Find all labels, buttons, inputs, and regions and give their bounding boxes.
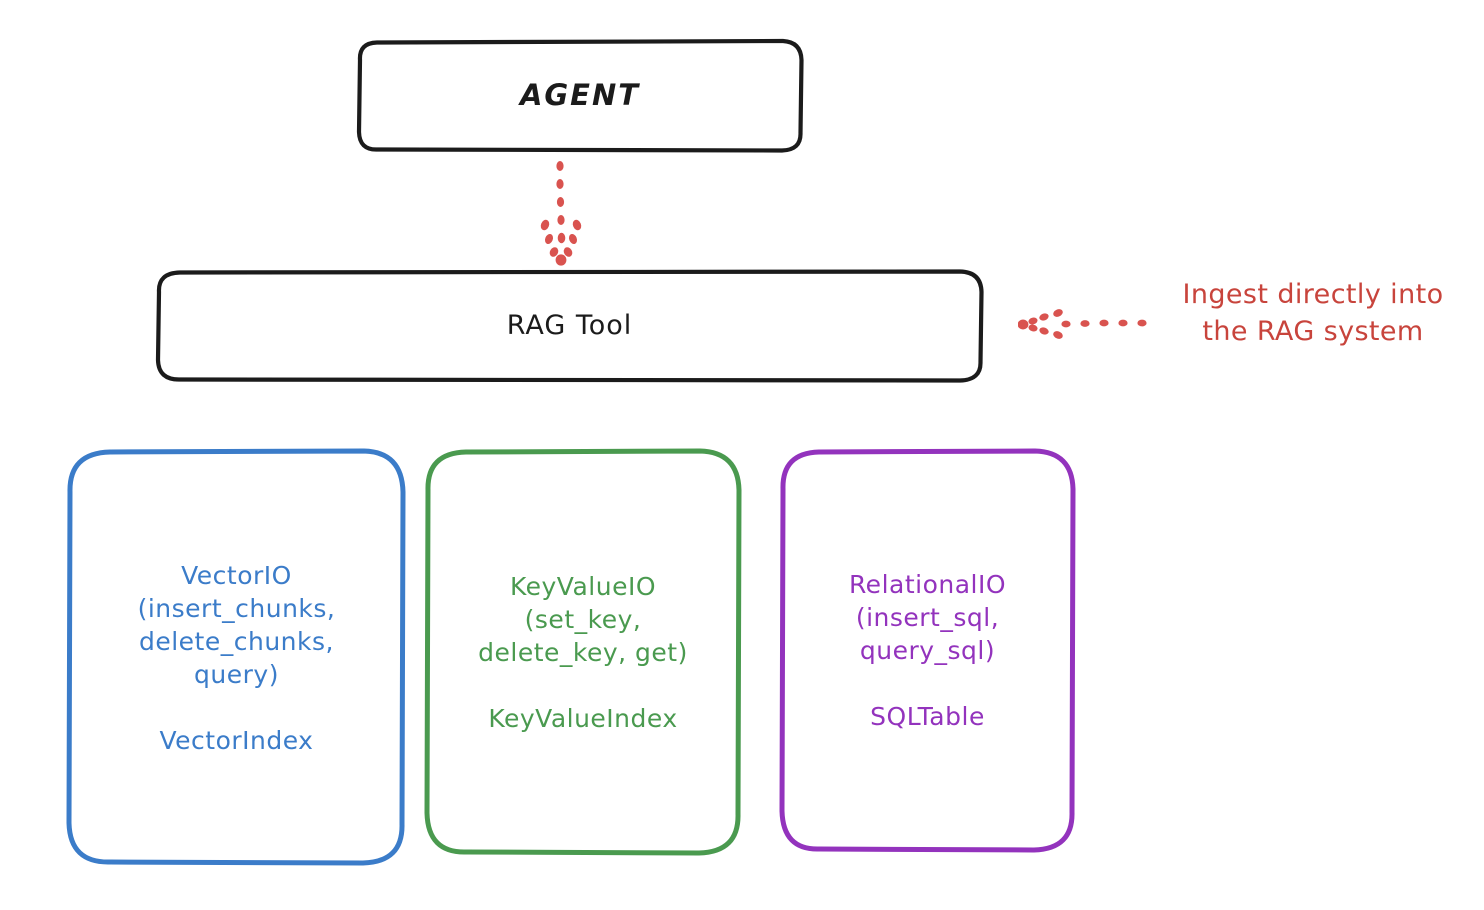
node-vector-io[interactable]: VectorIO (insert_chunks, delete_chunks, … [66,448,407,867]
node-key-value-io[interactable]: KeyValueIO (set_key, delete_key, get) Ke… [424,448,742,856]
dotted-arrowhead-left [1018,309,1063,339]
agent-label: AGENT [519,78,641,113]
dotted-line-left [1061,319,1147,328]
relational-io-label: RelationalIO (insert_sql, query_sql) SQL… [848,570,1007,731]
dotted-line-down [556,161,566,244]
agent-to-rag-tool-connector [540,161,582,266]
ingest-annotation-text: Ingest directly into the RAG system [1182,279,1444,347]
node-agent[interactable]: AGENT [355,38,805,154]
agent-box-outline [356,38,804,153]
node-relational-io[interactable]: RelationalIO (insert_sql, query_sql) SQL… [779,448,1076,853]
vector-io-box-outline [66,448,406,866]
relational-io-box-outline [779,448,1076,853]
key-value-io-box-outline [424,448,742,856]
node-rag-tool[interactable]: RAG Tool [154,268,985,384]
vector-io-label: VectorIO (insert_chunks, delete_chunks, … [137,560,336,755]
rag-tool-label: RAG Tool [506,310,633,342]
ingest-into-rag-connector [1018,309,1147,339]
rag-tool-box-outline [155,269,984,383]
key-value-io-label: KeyValueIO (set_key, delete_key, get) Ke… [478,571,688,733]
dotted-arrowhead-down [540,219,582,266]
